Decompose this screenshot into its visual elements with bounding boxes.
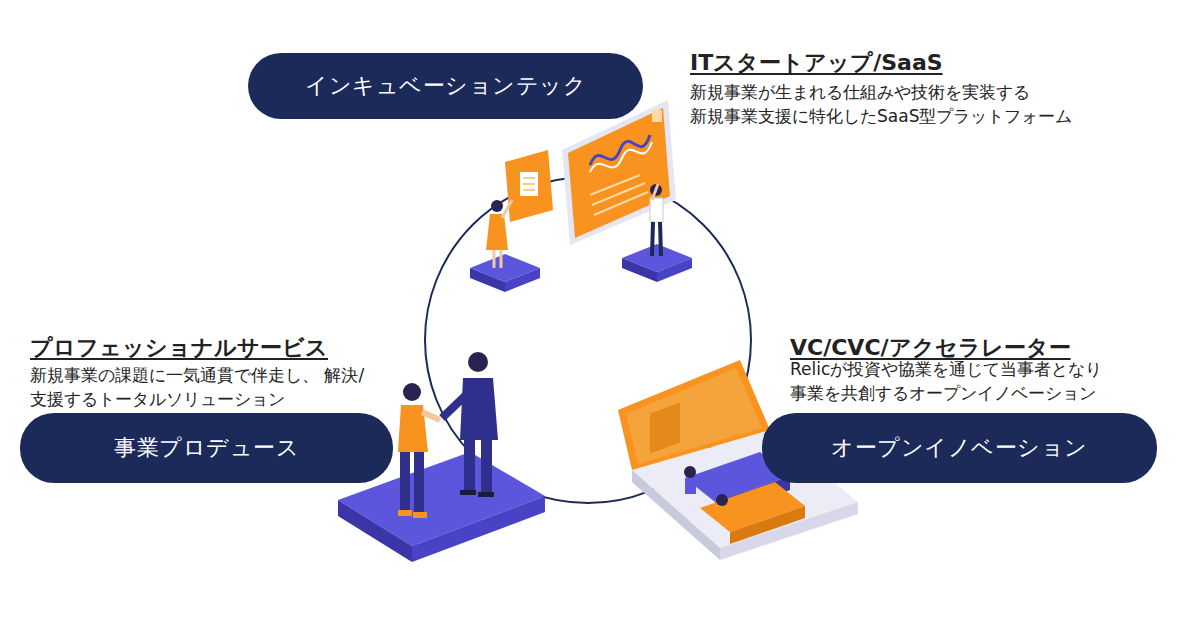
pill-box: 事業プロデュース bbox=[20, 413, 393, 483]
pill-label: オープンイノベーション bbox=[831, 433, 1088, 463]
section-heading: ITスタートアップ/SaaS bbox=[690, 48, 1170, 78]
pill-label: インキュベーションテック bbox=[305, 71, 586, 101]
section-heading: プロフェッショナルサービス bbox=[30, 333, 400, 363]
section-heading: VC/CVC/アクセラレーター bbox=[790, 333, 1180, 363]
section-description: 新規事業が生まれる仕組みや技術を実装する 新規事業支援に特化したSaaS型プラッ… bbox=[690, 80, 1170, 128]
pill-box: オープンイノベーション bbox=[762, 413, 1157, 483]
section-description: Relicが投資や協業を通じて当事者となり 事業を共創するオープンイノベーション bbox=[790, 357, 1185, 405]
saas-illustration bbox=[470, 100, 692, 292]
section-description: 新規事業の課題に一気通貫で伴走し、 解決/支援するトータルソリューション bbox=[30, 363, 390, 411]
pill-label: 事業プロデュース bbox=[114, 433, 299, 463]
pill-box: インキュベーションテック bbox=[248, 53, 643, 119]
